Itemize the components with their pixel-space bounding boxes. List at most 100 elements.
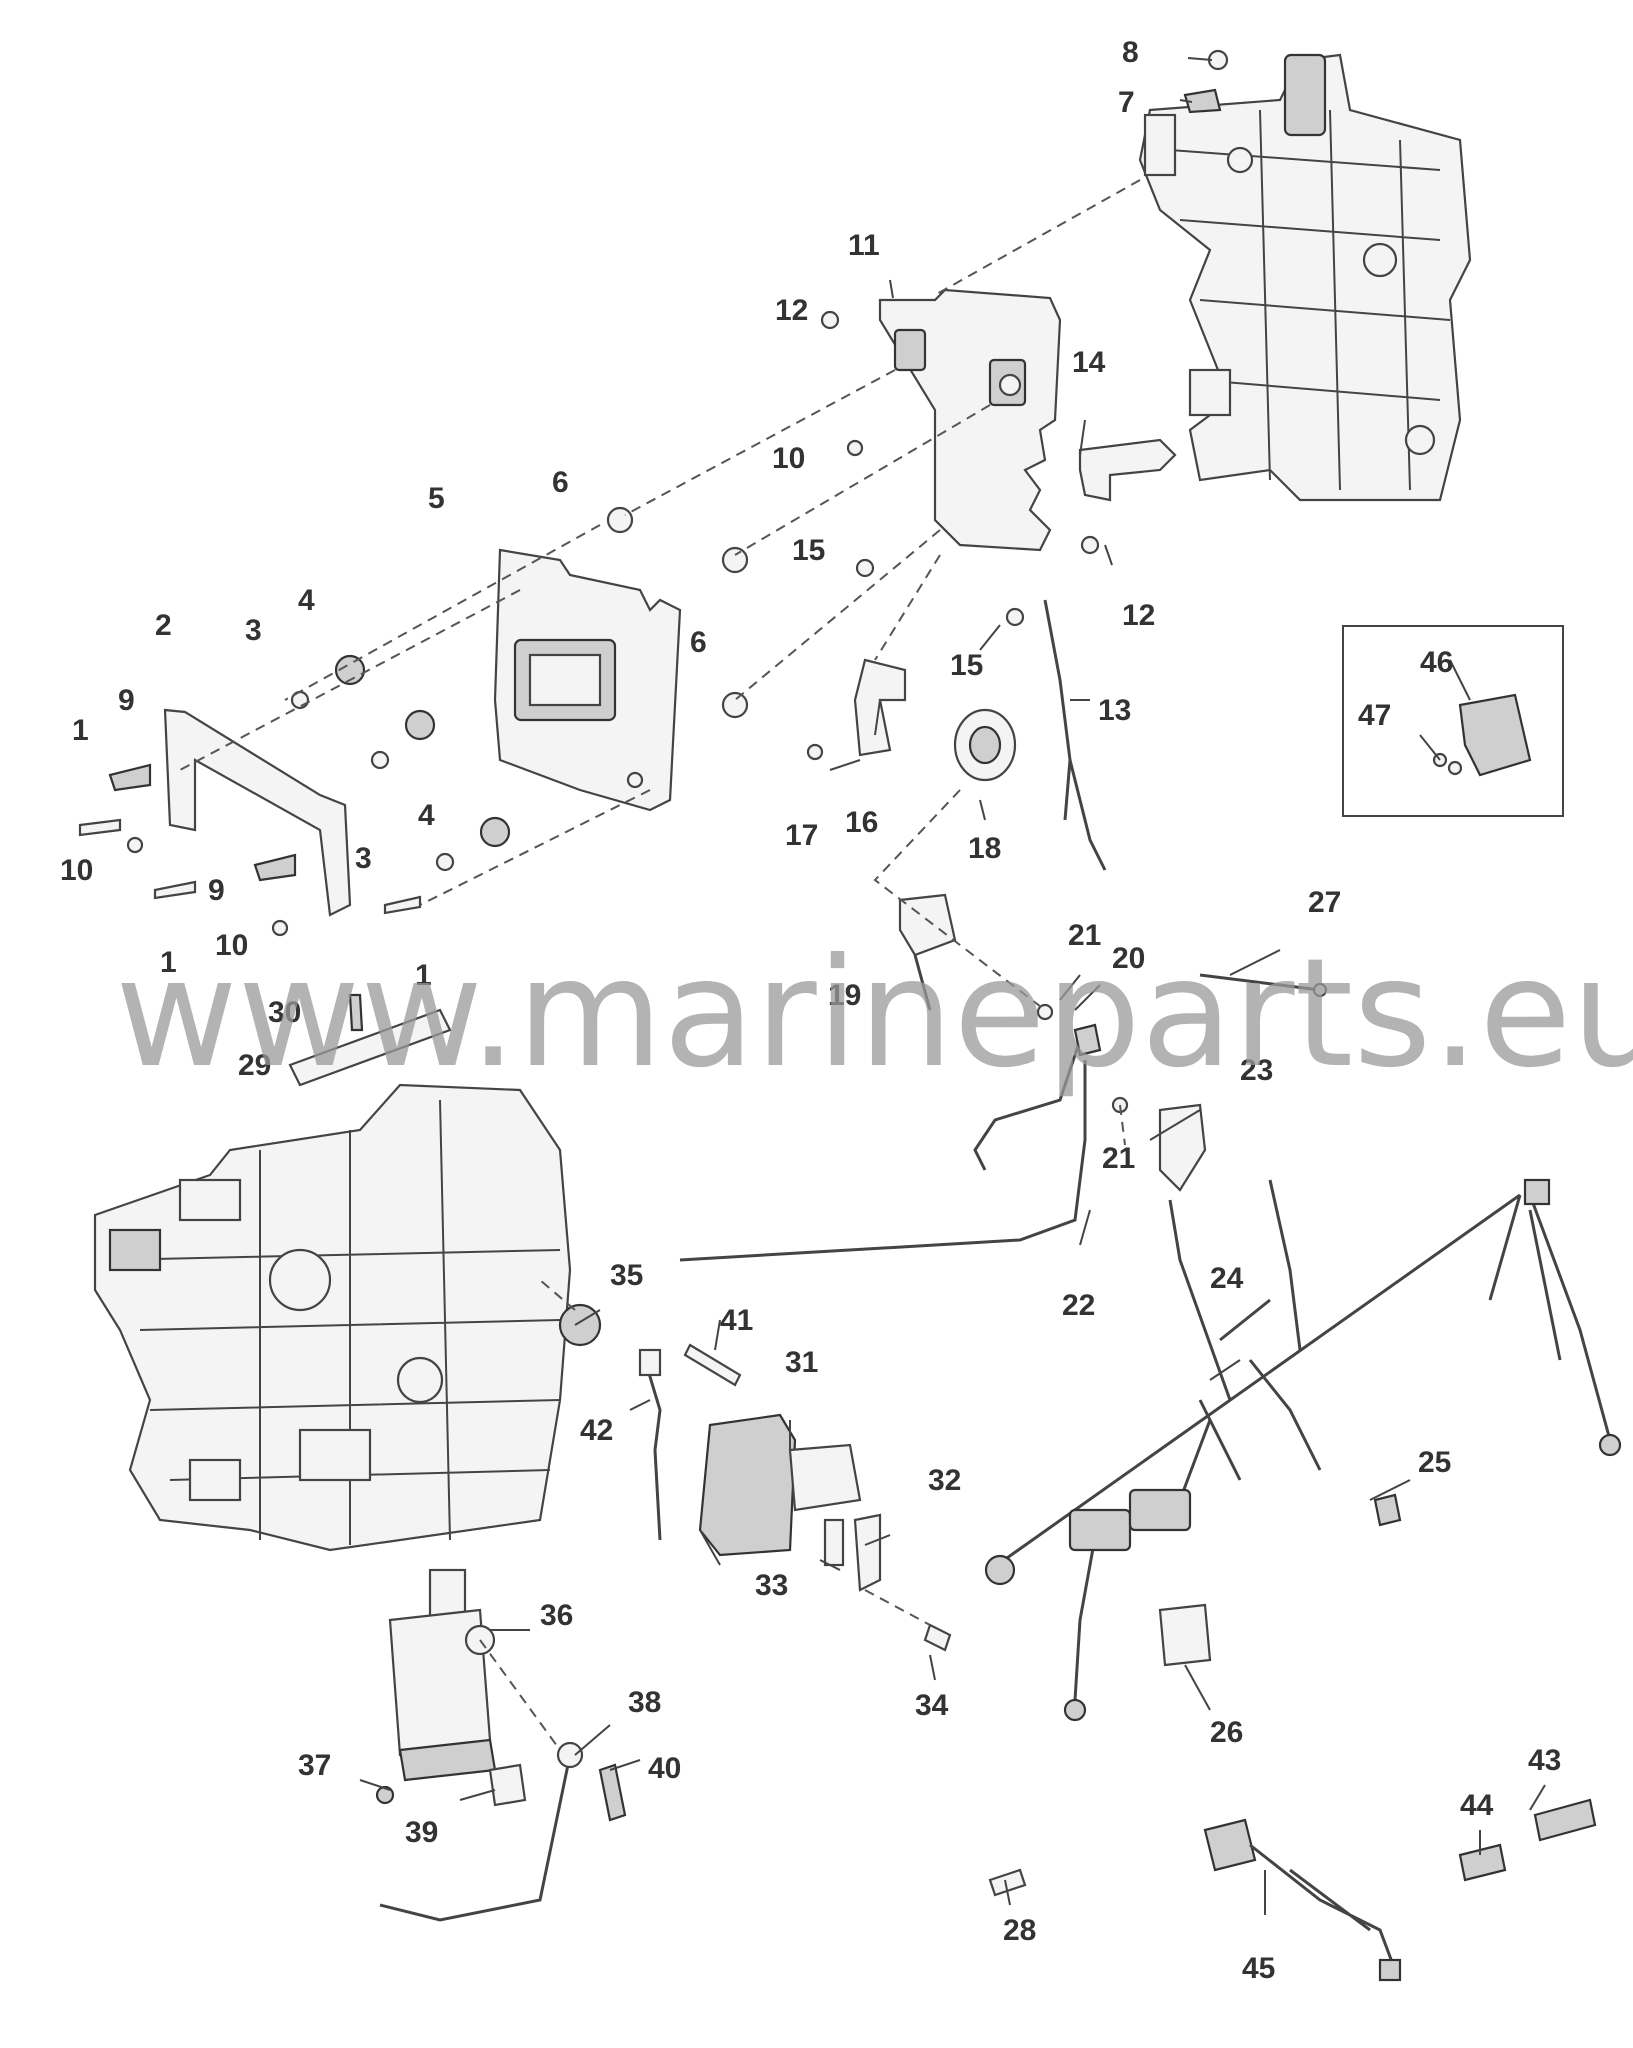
screw xyxy=(348,993,364,1032)
callout-28: 28 xyxy=(1003,1914,1036,1947)
callout-15: 15 xyxy=(792,534,825,567)
callout-35: 35 xyxy=(610,1259,643,1292)
callout-labels: 8 7 11 12 14 10 5 6 15 12 2 3 4 6 15 13 … xyxy=(60,36,1561,1985)
callout-32: 32 xyxy=(928,1464,961,1497)
callout-47: 47 xyxy=(1358,699,1391,732)
washer xyxy=(370,750,390,770)
callout-30: 30 xyxy=(268,996,301,1029)
callout-21: 21 xyxy=(1068,919,1101,952)
sensor xyxy=(288,1008,452,1087)
starter-motor xyxy=(388,1568,497,1782)
cover-clip xyxy=(853,658,907,757)
callout-2: 2 xyxy=(155,609,172,642)
nut xyxy=(1036,1003,1054,1021)
wiring-harness xyxy=(984,1178,1622,1722)
callout-23: 23 xyxy=(1240,1054,1273,1087)
washer xyxy=(435,852,455,872)
callout-20: 20 xyxy=(1112,942,1145,975)
callout-39: 39 xyxy=(405,1816,438,1849)
battery-cable xyxy=(973,1039,1082,1171)
isolator xyxy=(721,546,749,574)
callout-27: 27 xyxy=(1308,886,1341,919)
callout-12: 12 xyxy=(775,294,808,327)
ground-cable xyxy=(679,1060,1087,1262)
screw-head xyxy=(855,558,875,578)
callout-40: 40 xyxy=(648,1752,681,1785)
callout-44: 44 xyxy=(1460,1789,1494,1822)
screw-head xyxy=(820,310,840,330)
rectifier-module xyxy=(698,1413,797,1557)
engine-block-upper xyxy=(1138,53,1472,502)
callout-5: 5 xyxy=(428,482,445,515)
screw-head xyxy=(1005,607,1025,627)
callout-31: 31 xyxy=(785,1346,818,1379)
callout-11: 11 xyxy=(848,229,880,262)
isolator xyxy=(721,691,749,719)
callout-12: 12 xyxy=(1122,599,1155,632)
callout-1: 1 xyxy=(415,959,432,992)
callout-8: 8 xyxy=(1122,36,1139,69)
callout-16: 16 xyxy=(845,806,878,839)
adapter-harness xyxy=(1203,1818,1402,1982)
screw-head xyxy=(806,743,824,761)
callout-1: 1 xyxy=(72,714,89,747)
callout-21: 21 xyxy=(1102,1142,1135,1175)
callout-4: 4 xyxy=(298,584,315,617)
callout-29: 29 xyxy=(238,1049,271,1082)
screw-head xyxy=(846,439,864,457)
callout-36: 36 xyxy=(540,1599,573,1632)
bracket xyxy=(1078,438,1177,502)
boot xyxy=(1158,1103,1207,1192)
callout-14: 14 xyxy=(1072,346,1106,379)
screw xyxy=(78,818,122,837)
screw-head xyxy=(1080,535,1100,555)
callout-43: 43 xyxy=(1528,1744,1561,1777)
callout-3: 3 xyxy=(245,614,262,647)
bracket-left xyxy=(163,708,352,917)
rod xyxy=(1199,973,1321,992)
callout-10: 10 xyxy=(772,442,805,475)
washer xyxy=(1447,760,1463,776)
nut-clip xyxy=(108,763,152,792)
clamp xyxy=(488,1763,527,1807)
callout-42: 42 xyxy=(580,1414,613,1447)
callout-10: 10 xyxy=(215,929,248,962)
callout-41: 41 xyxy=(720,1304,753,1337)
connector xyxy=(1533,1798,1597,1842)
sensor-lead xyxy=(1043,599,1107,871)
screw xyxy=(383,895,422,915)
callout-18: 18 xyxy=(968,832,1001,865)
plug xyxy=(988,1868,1027,1897)
callout-4: 4 xyxy=(418,799,435,832)
bracket-small xyxy=(853,1513,882,1592)
callout-38: 38 xyxy=(628,1686,661,1719)
fuse xyxy=(823,1518,845,1567)
callout-6: 6 xyxy=(690,626,707,659)
callout-45: 45 xyxy=(1242,1952,1275,1985)
callout-19: 19 xyxy=(828,979,861,1012)
spark-plug xyxy=(683,1343,742,1387)
callout-17: 17 xyxy=(785,819,818,852)
callout-15: 15 xyxy=(950,649,983,682)
callout-6: 6 xyxy=(552,466,569,499)
screw-head xyxy=(126,836,144,854)
callout-46: 46 xyxy=(1420,646,1453,679)
mounting-plate xyxy=(878,288,1062,552)
callout-24: 24 xyxy=(1210,1262,1244,1295)
callout-22: 22 xyxy=(1062,1289,1095,1322)
callout-25: 25 xyxy=(1418,1446,1451,1479)
callout-33: 33 xyxy=(755,1569,788,1602)
callout-1: 1 xyxy=(160,946,177,979)
watermark: www.marineparts.eu xyxy=(115,927,1633,1101)
engine-control-module xyxy=(493,548,682,812)
grommet xyxy=(404,709,436,741)
callout-9: 9 xyxy=(118,684,135,717)
inset-box xyxy=(1342,625,1564,817)
callout-26: 26 xyxy=(1210,1716,1243,1749)
screw xyxy=(923,1623,952,1652)
callout-3: 3 xyxy=(355,842,372,875)
coil xyxy=(1458,693,1532,777)
clamp xyxy=(1183,88,1222,114)
isolator xyxy=(606,506,634,534)
